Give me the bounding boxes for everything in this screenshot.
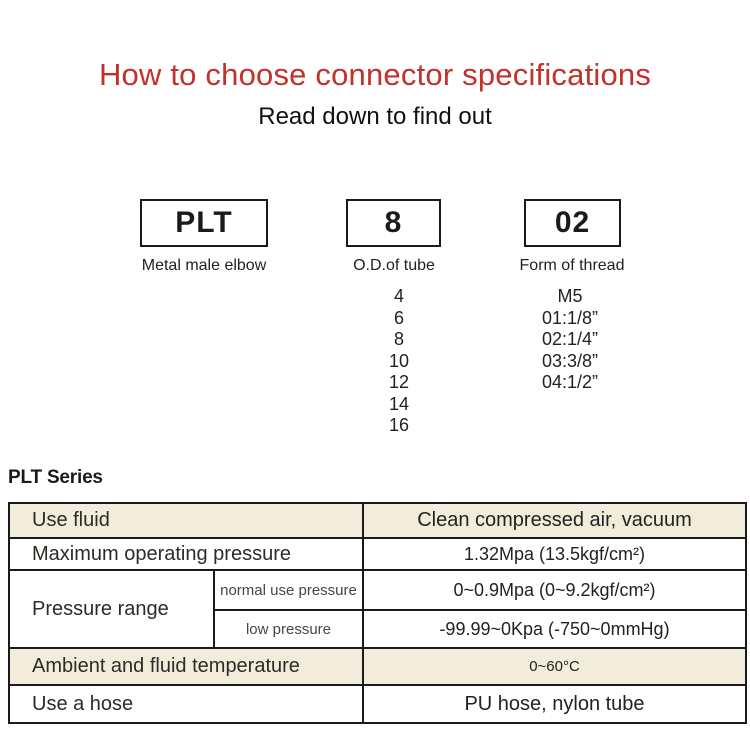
thread-form-item: 03:3/8”	[541, 350, 599, 371]
table-row: Use fluid Clean compressed air, vacuum	[8, 502, 747, 539]
tube-size-item: 16	[388, 415, 410, 435]
sub-row-label-normal-pressure: normal use pressure	[213, 569, 364, 611]
sub-row-value-normal-pressure: 0~0.9Mpa (0~9.2kgf/cm²)	[362, 569, 747, 611]
tube-size-list: 4 6 8 10 12 14 16	[349, 286, 449, 437]
row-value-hose: PU hose, nylon tube	[362, 684, 747, 724]
code-box-series: PLT	[140, 199, 268, 247]
table-row: Ambient and fluid temperature 0~60°C	[8, 647, 747, 686]
row-label-max-pressure: Maximum operating pressure	[8, 537, 364, 571]
thread-form-item: 02:1/4”	[541, 329, 599, 349]
tube-size-item: 6	[393, 307, 404, 328]
table-row: Pressure range normal use pressure 0~0.9…	[8, 569, 747, 649]
code-box-tube-size: 8	[346, 199, 441, 247]
thread-form-item: 04:1/2”	[541, 372, 599, 392]
tube-size-item: 10	[388, 350, 410, 371]
row-label-pressure-range: Pressure range	[8, 569, 215, 649]
table-row: Use a hose PU hose, nylon tube	[8, 684, 747, 724]
code-box-series-label: Metal male elbow	[141, 257, 267, 274]
thread-form-item: M5	[557, 286, 583, 306]
row-value-use-fluid: Clean compressed air, vacuum	[362, 502, 747, 539]
tube-size-item: 4	[393, 286, 404, 306]
row-value-max-pressure: 1.32Mpa (13.5kgf/cm²)	[362, 537, 747, 571]
code-box-thread-form: 02	[524, 199, 621, 247]
spec-table: Use fluid Clean compressed air, vacuum M…	[8, 502, 747, 724]
table-row: low pressure -99.99~0Kpa (-750~0mmHg)	[9, 609, 747, 649]
row-label-use-fluid: Use fluid	[8, 502, 364, 539]
code-box-thread-form-text: 02	[554, 206, 591, 239]
code-box-tube-size-label: O.D.of tube	[353, 257, 435, 274]
row-label-temperature: Ambient and fluid temperature	[8, 647, 364, 686]
sub-row-label-low-pressure: low pressure	[213, 609, 364, 649]
tube-size-item: 8	[393, 329, 404, 349]
sub-row-value-low-pressure: -99.99~0Kpa (-750~0mmHg)	[362, 609, 747, 649]
thread-form-list: M5 01:1/8” 02:1/4” 03:3/8” 04:1/2”	[490, 286, 650, 394]
table-row: Maximum operating pressure 1.32Mpa (13.5…	[8, 537, 747, 571]
code-box-thread-form-label: Form of thread	[519, 257, 625, 274]
page-subtitle: Read down to find out	[258, 103, 492, 130]
row-value-temperature: 0~60°C	[362, 647, 747, 686]
code-box-tube-size-text: 8	[384, 206, 403, 239]
thread-form-item: 01:1/8”	[541, 307, 599, 328]
tube-size-item: 12	[388, 372, 410, 392]
code-box-series-text: PLT	[175, 206, 233, 239]
row-label-hose: Use a hose	[8, 684, 364, 724]
series-heading: PLT Series	[8, 467, 103, 488]
tube-size-item: 14	[388, 393, 410, 414]
page-title: How to choose connector specifications	[98, 57, 652, 92]
